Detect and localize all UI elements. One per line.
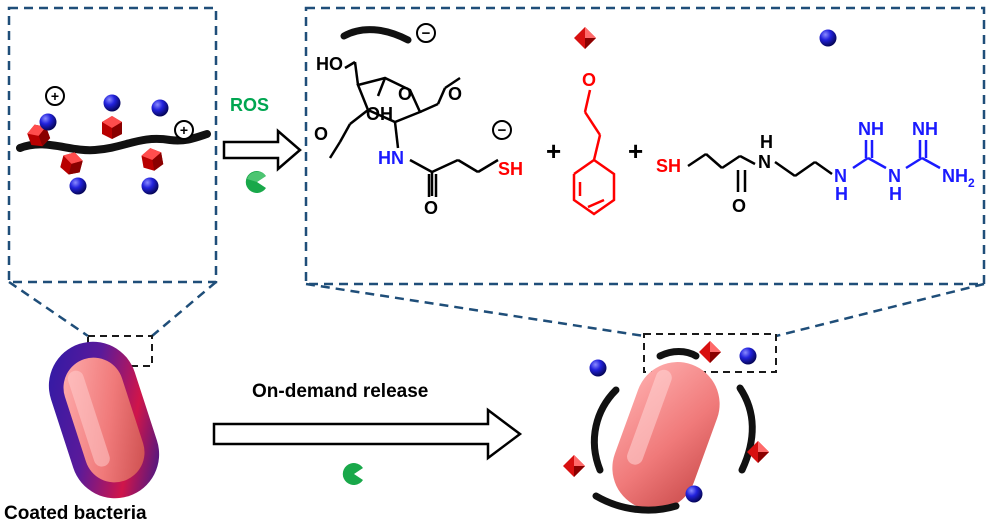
pacman-icon (245, 171, 266, 193)
polymer-fragment (340, 26, 412, 44)
zoom-line-right-b (775, 282, 985, 338)
plus-circle-icon: + (45, 86, 65, 106)
cube-icon (140, 146, 165, 173)
ros-label: ROS (230, 95, 269, 115)
polymer-backbone (16, 130, 211, 155)
chitosan-structure (328, 60, 499, 196)
zoom-line-left-b (151, 281, 217, 337)
carbonyl-oxygen-label: O (424, 198, 438, 218)
coated-bacterium (48, 341, 160, 499)
sphere-icon (141, 177, 159, 195)
amide-h-label: H (760, 132, 773, 152)
sphere-icon (819, 29, 837, 47)
oh-label: OH (366, 104, 393, 124)
plus-sign: + (628, 136, 643, 166)
imine-nh-label: NH (912, 119, 938, 139)
amide-nh-label: HN (378, 148, 404, 168)
svg-text:−: − (498, 122, 507, 139)
sphere-icon (39, 113, 57, 131)
hollow-arrow-icon (222, 128, 302, 172)
release-selection-box (643, 333, 777, 373)
minus-circle-icon: − (416, 23, 436, 43)
ring-oxygen-label: O (398, 84, 412, 104)
sphere-icon (685, 485, 703, 503)
positive-charge: + (51, 88, 59, 104)
gem-icon (699, 341, 721, 363)
sphere-icon (103, 94, 121, 112)
sphere-icon (739, 347, 757, 365)
left-zoom-frame (7, 6, 218, 284)
sphere-icon (589, 359, 607, 377)
gem-icon (574, 27, 596, 49)
cinnamaldehyde-structure (572, 89, 616, 216)
amide-n-label: N (758, 152, 771, 172)
imine-nh-label: NH (858, 119, 884, 139)
cube-icon (102, 116, 122, 139)
gem-icon (563, 455, 585, 477)
positive-charge: + (180, 122, 188, 138)
zoom-line-right-a (305, 282, 645, 338)
guanidine-thiol-label: SH (656, 156, 681, 176)
guanidine-n-label: N (834, 166, 847, 186)
svg-text:−: − (422, 25, 431, 42)
plus-circle-icon: + (174, 120, 194, 140)
ring-oxygen-label: O (448, 84, 462, 104)
guanidine-h-label: H (889, 184, 902, 204)
zoom-line-left-a (8, 280, 89, 338)
cube-icon (58, 149, 85, 178)
pacman-icon (342, 463, 363, 485)
released-polymer-fragments (590, 348, 756, 514)
methoxy-oxygen-label: O (314, 124, 328, 144)
aldehyde-oxygen-label: O (582, 70, 596, 90)
sphere-icon (151, 99, 169, 117)
minus-circle-icon: − (492, 120, 512, 140)
released-bacterium (612, 362, 720, 510)
ho-label: HO (316, 54, 343, 74)
coated-bacteria-label: Coated bacteria (4, 503, 147, 524)
release-label: On-demand release (252, 381, 428, 402)
sphere-icon (69, 177, 87, 195)
guanidine-n-label: N (888, 166, 901, 186)
guanidine-structure (687, 152, 833, 192)
right-zoom-frame (304, 6, 986, 286)
coated-polymer-chain: + + (16, 86, 211, 195)
amine-nh2-label: NH2 (942, 166, 975, 190)
hollow-arrow-icon (212, 407, 523, 461)
plus-sign: + (546, 136, 561, 166)
dashed-frames (7, 6, 986, 338)
guanidine-h-label: H (835, 184, 848, 204)
thiol-label: SH (498, 159, 523, 179)
amide-carbonyl-label: O (732, 196, 746, 216)
